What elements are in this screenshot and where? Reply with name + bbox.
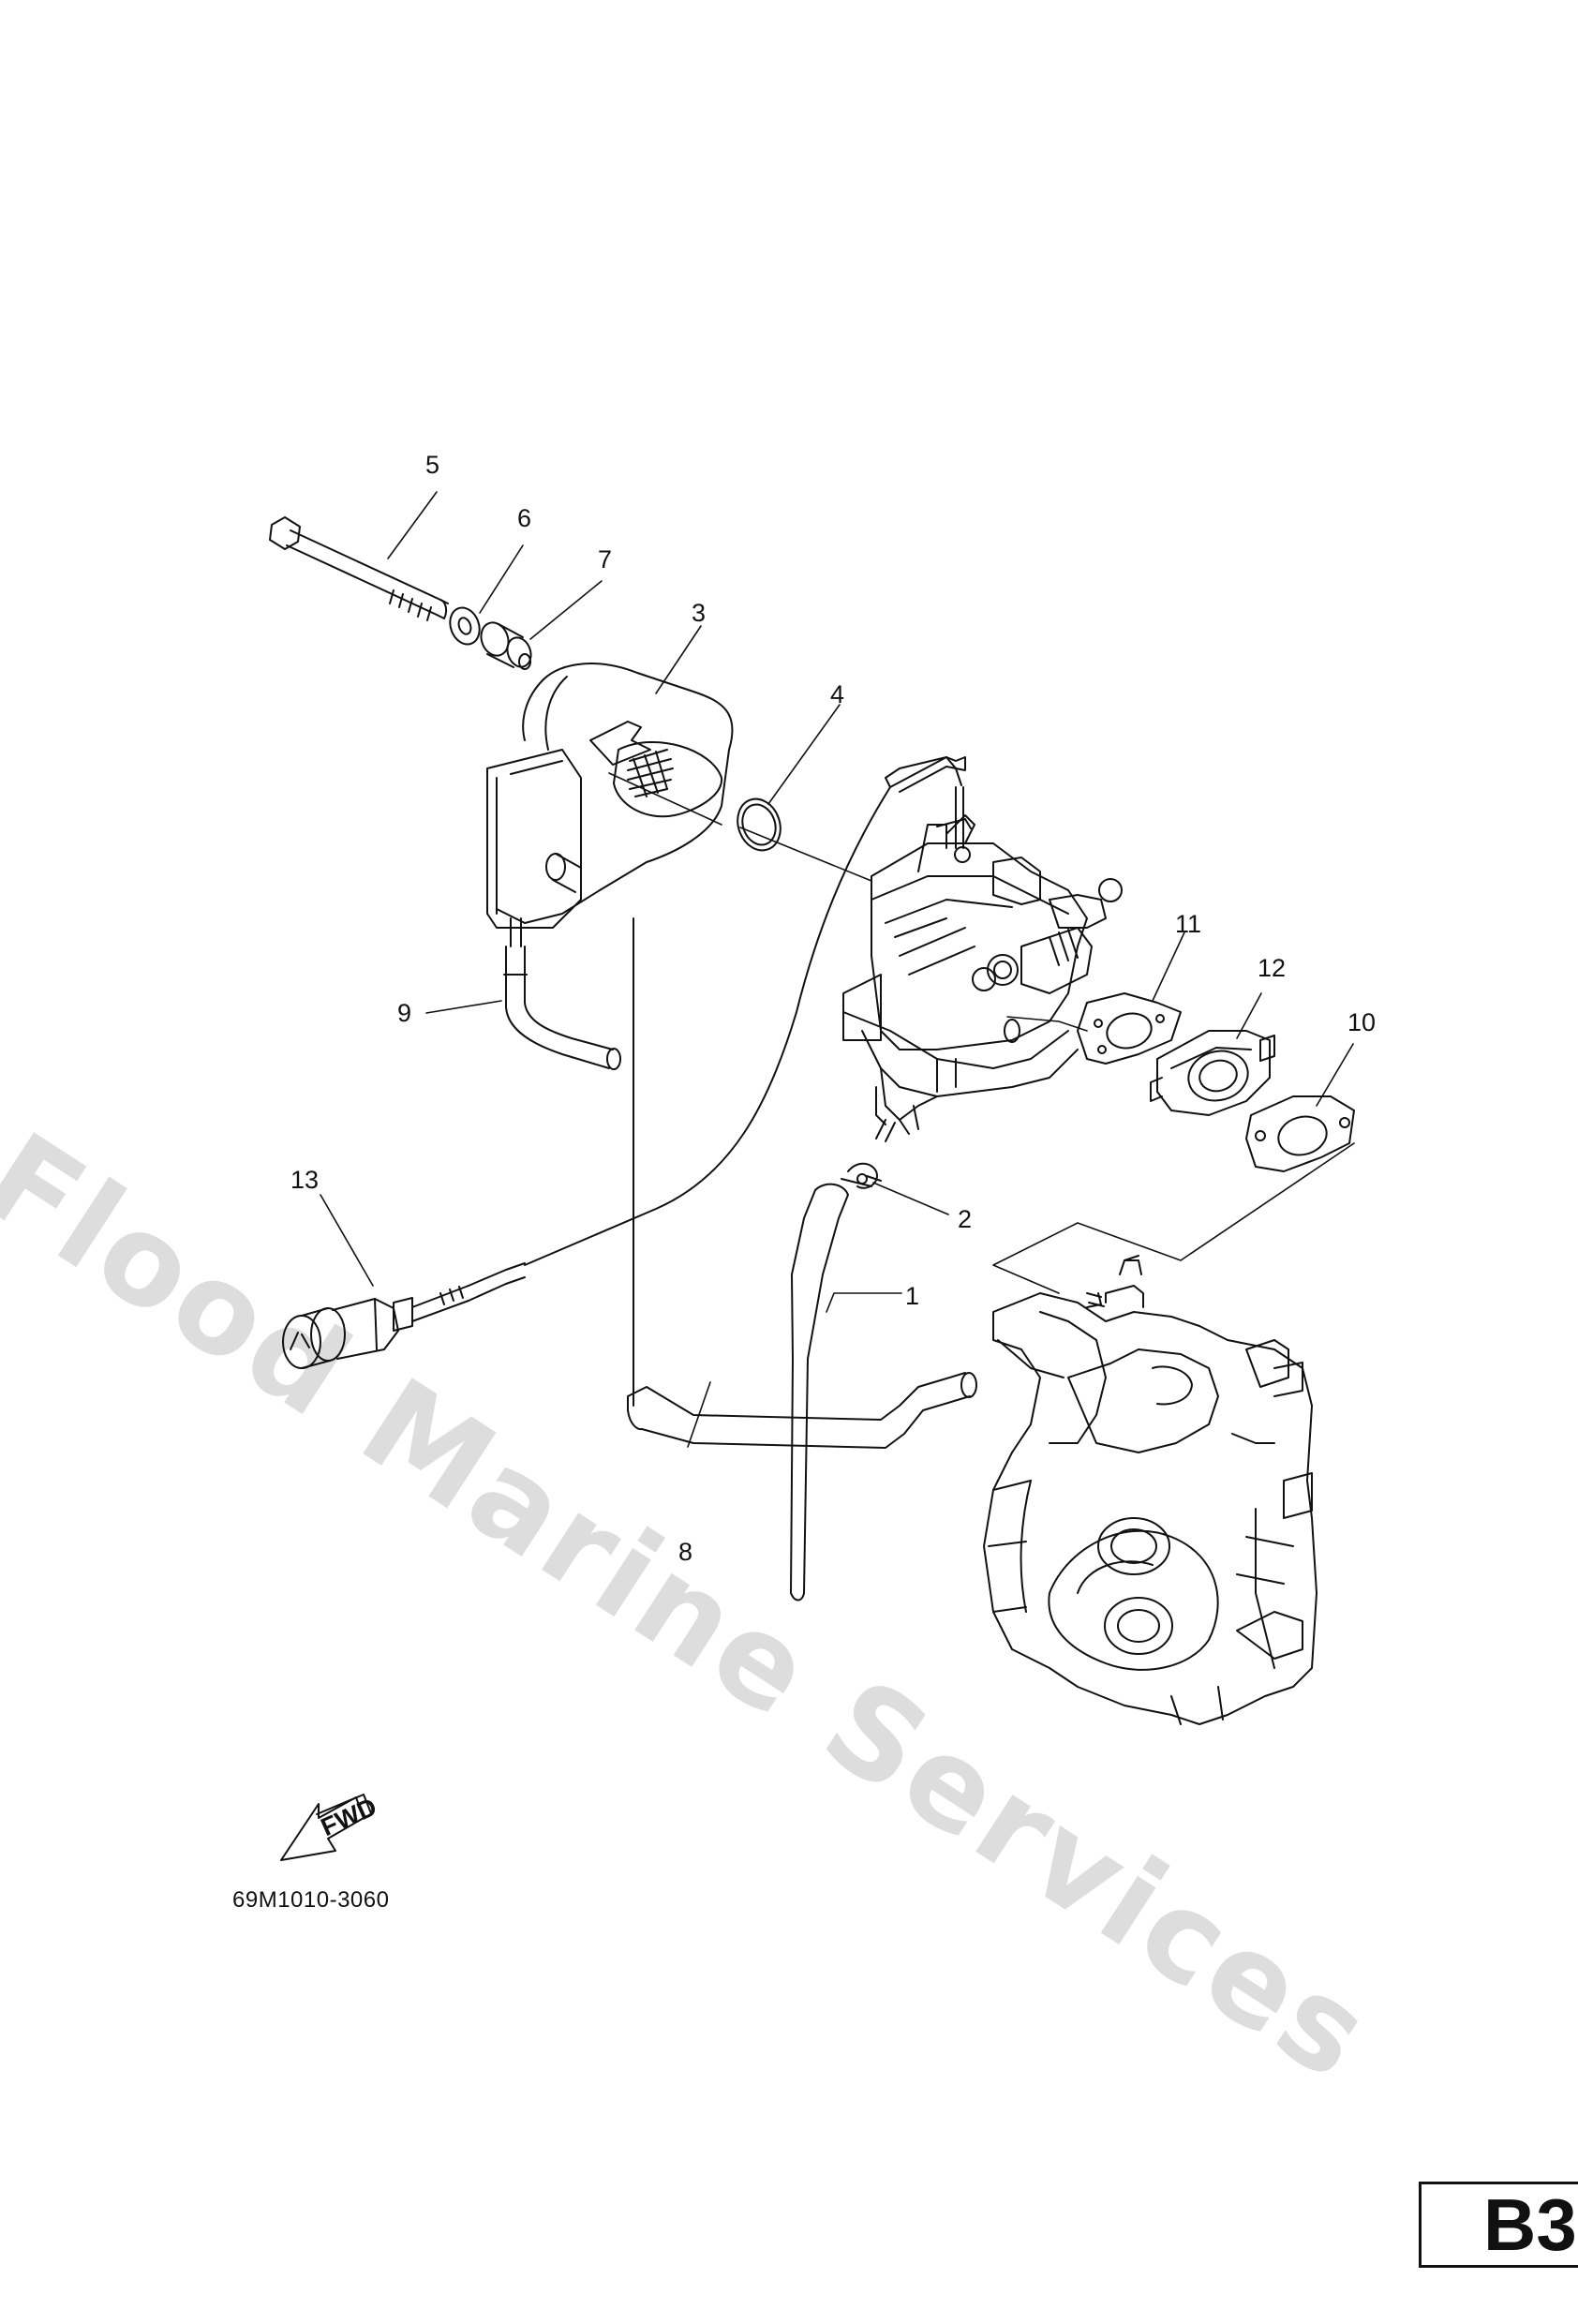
callout-5: 5 xyxy=(425,451,439,479)
carburetor[interactable] xyxy=(842,786,1123,1142)
part-3-silencer[interactable] xyxy=(486,663,734,929)
callout-11: 11 xyxy=(1175,910,1201,938)
callout-3: 3 xyxy=(692,599,706,627)
cylinder-head[interactable] xyxy=(983,1255,1317,1725)
callout-6: 6 xyxy=(517,504,531,532)
part-1-fuel-hose[interactable] xyxy=(790,1183,849,1601)
page-code: B3 xyxy=(1483,2183,1577,2266)
part-13-choke-knob[interactable] xyxy=(282,1262,526,1369)
part-8-hose[interactable] xyxy=(627,917,977,1449)
diagram-code: 69M1010-3060 xyxy=(232,1887,390,1913)
callout-1: 1 xyxy=(905,1282,919,1310)
callout-13: 13 xyxy=(290,1166,319,1194)
part-7-collar[interactable] xyxy=(477,618,535,670)
choke-linkage xyxy=(885,756,962,788)
part-9-hose[interactable] xyxy=(503,917,621,1070)
part-2-clip[interactable] xyxy=(841,1162,882,1189)
part-6-washer[interactable] xyxy=(445,603,484,648)
callout-9: 9 xyxy=(397,999,411,1027)
part-11-gasket[interactable] xyxy=(1077,992,1182,1065)
callout-10: 10 xyxy=(1347,1008,1376,1036)
part-10-gasket[interactable] xyxy=(1245,1095,1355,1172)
callout-8: 8 xyxy=(678,1538,692,1566)
callout-12: 12 xyxy=(1258,954,1286,982)
page-badge: B3 xyxy=(1419,2182,1578,2268)
callout-2: 2 xyxy=(958,1205,972,1233)
callout-7: 7 xyxy=(598,545,612,574)
callout-4: 4 xyxy=(830,680,844,708)
fwd-arrow-icon xyxy=(280,1794,372,1861)
part-12-spacer[interactable] xyxy=(1150,1030,1275,1116)
leader-lines xyxy=(320,491,1354,1448)
assembly-line xyxy=(992,1142,1355,1294)
part-4-o-ring[interactable] xyxy=(731,793,787,857)
part-5-bolt[interactable] xyxy=(269,516,449,621)
